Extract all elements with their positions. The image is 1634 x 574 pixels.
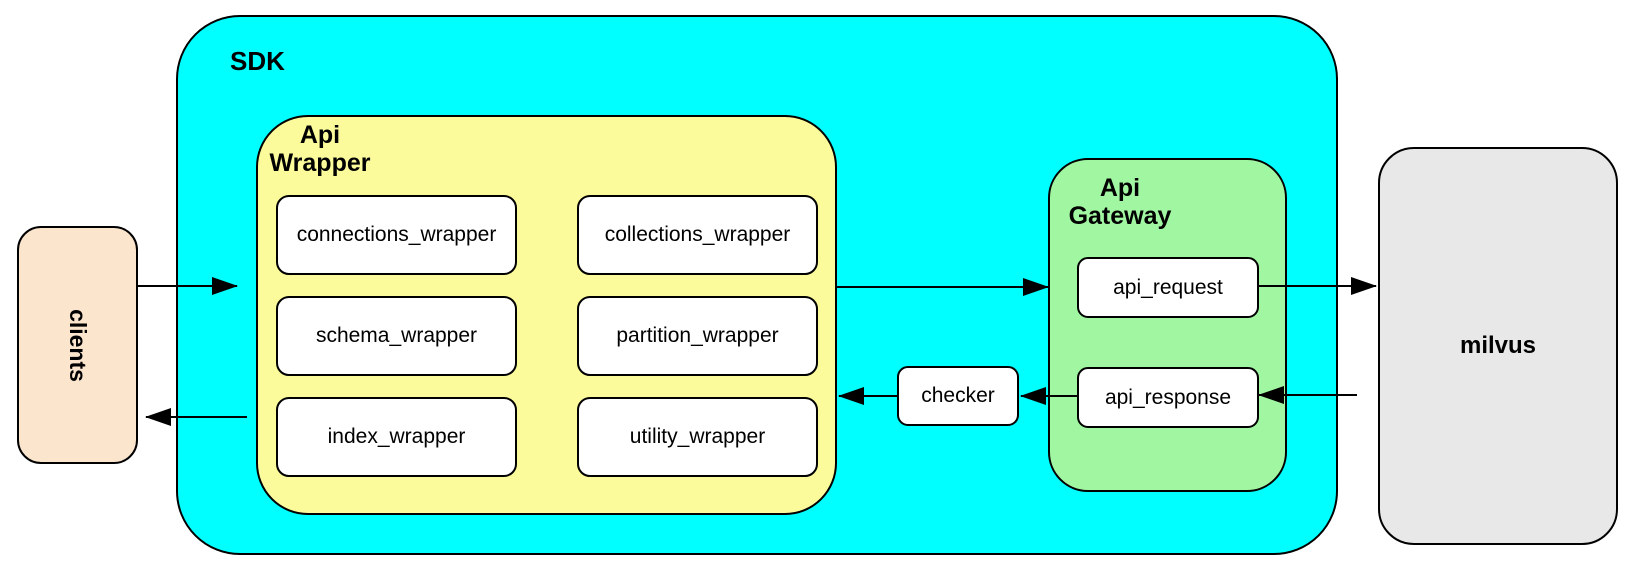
sdk-box: SDK Api Wrapper connections_wrapper coll… [176, 15, 1338, 555]
node-utility-wrapper: utility_wrapper [577, 397, 818, 477]
api-wrapper-label-line1: Api [299, 121, 341, 149]
sdk-label: SDK [230, 46, 285, 76]
api-wrapper-label: Api Wrapper [264, 121, 376, 177]
api-gateway-label-line1: Api [1099, 174, 1141, 202]
node-api-request: api_request [1077, 257, 1259, 318]
api-wrapper-label-line2: Wrapper [269, 149, 371, 177]
api-gateway-label-line2: Gateway [1068, 202, 1172, 230]
node-partition-wrapper: partition_wrapper [577, 296, 818, 376]
api-gateway-box: Api Gateway api_request api_response [1048, 158, 1287, 492]
node-index-wrapper: index_wrapper [276, 397, 517, 477]
node-api-response: api_response [1077, 367, 1259, 428]
api-gateway-label: Api Gateway [1060, 174, 1180, 230]
node-connections-wrapper: connections_wrapper [276, 195, 517, 275]
api-wrapper-box: Api Wrapper connections_wrapper collecti… [256, 115, 837, 515]
milvus-box: milvus [1378, 147, 1618, 545]
node-schema-wrapper: schema_wrapper [276, 296, 517, 376]
node-collections-wrapper: collections_wrapper [577, 195, 818, 275]
clients-label: clients [65, 308, 91, 382]
node-checker: checker [897, 366, 1019, 426]
milvus-label: milvus [1459, 332, 1537, 359]
clients-box: clients [17, 226, 138, 464]
